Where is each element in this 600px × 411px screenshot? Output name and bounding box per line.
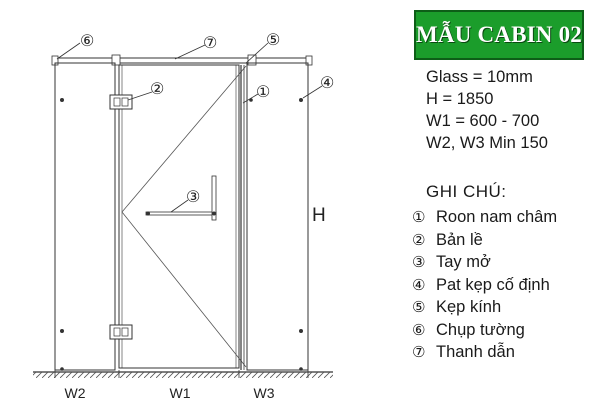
note-label: Pat kẹp cố định bbox=[436, 275, 550, 294]
callouts: ⑥ ⑦ ⑤ ① ② ③ ④ bbox=[80, 32, 334, 206]
note-label: Kẹp kính bbox=[436, 298, 502, 316]
callout-3: ③ bbox=[186, 189, 200, 206]
note-item: ① Roon nam châm bbox=[412, 206, 557, 229]
width-label-w1: W1 bbox=[170, 385, 191, 401]
spec-height: H = 1850 bbox=[426, 90, 494, 108]
door-panel bbox=[118, 64, 247, 369]
note-item: ④ Pat kẹp cố định bbox=[412, 274, 557, 297]
note-label: Tay mở bbox=[436, 253, 491, 271]
note-number: ① bbox=[412, 208, 426, 226]
note-number: ② bbox=[412, 230, 426, 249]
notes-title: GHI CHÚ: bbox=[426, 182, 507, 201]
note-item: ③ Tay mở bbox=[412, 251, 557, 274]
magnetic-seal bbox=[240, 65, 245, 370]
specs-list: Glass = 10mm H = 1850 W1 = 600 - 700 W2,… bbox=[426, 66, 548, 154]
floor bbox=[33, 371, 333, 378]
width-label-w2: W2 bbox=[65, 385, 86, 401]
note-number: ⑤ bbox=[412, 298, 426, 316]
model-title: MẪU CABIN 02 bbox=[416, 22, 582, 47]
note-label: Thanh dẫn bbox=[436, 343, 515, 361]
spec-w1: W1 = 600 - 700 bbox=[426, 112, 540, 130]
notes-list: ① Roon nam châm ② Bản lề ③ Tay mở ④ Pat kẹp … bbox=[412, 206, 557, 364]
note-item: ⑥ Chụp tường bbox=[412, 319, 557, 342]
hinge-top bbox=[109, 94, 133, 110]
note-label: Roon nam châm bbox=[436, 208, 558, 226]
model-badge: MẪU CABIN 02 bbox=[414, 10, 584, 60]
note-item: ② Bản lề bbox=[412, 229, 557, 252]
dimension-ticks bbox=[54, 370, 309, 378]
note-number: ③ bbox=[412, 253, 426, 271]
note-label: Bản lề bbox=[436, 230, 483, 249]
spec-glass: Glass = 10mm bbox=[426, 68, 533, 86]
note-number: ⑦ bbox=[412, 343, 426, 361]
callout-6: ⑥ bbox=[80, 33, 94, 50]
note-item: ⑦ Thanh dẫn bbox=[412, 341, 557, 364]
left-fixed-panel bbox=[54, 62, 116, 371]
note-number: ⑥ bbox=[412, 320, 426, 339]
note-item: ⑤ Kẹp kính bbox=[412, 296, 557, 319]
note-number: ④ bbox=[412, 275, 426, 294]
callout-7: ⑦ bbox=[203, 35, 217, 52]
width-label-w3: W3 bbox=[254, 385, 275, 401]
callout-2: ② bbox=[150, 81, 164, 98]
leader-lines bbox=[56, 42, 323, 213]
spec-w2-w3: W2, W3 Min 150 bbox=[426, 134, 548, 152]
top-guide-rail bbox=[51, 54, 313, 66]
callout-1: ① bbox=[256, 84, 270, 101]
callout-5: ⑤ bbox=[266, 32, 280, 49]
note-label: Chụp tường bbox=[436, 320, 525, 339]
callout-4: ④ bbox=[320, 75, 334, 92]
door-handle bbox=[145, 175, 217, 221]
height-label: H bbox=[312, 205, 326, 226]
hinge-bottom bbox=[109, 324, 133, 340]
right-fixed-panel bbox=[246, 62, 309, 371]
